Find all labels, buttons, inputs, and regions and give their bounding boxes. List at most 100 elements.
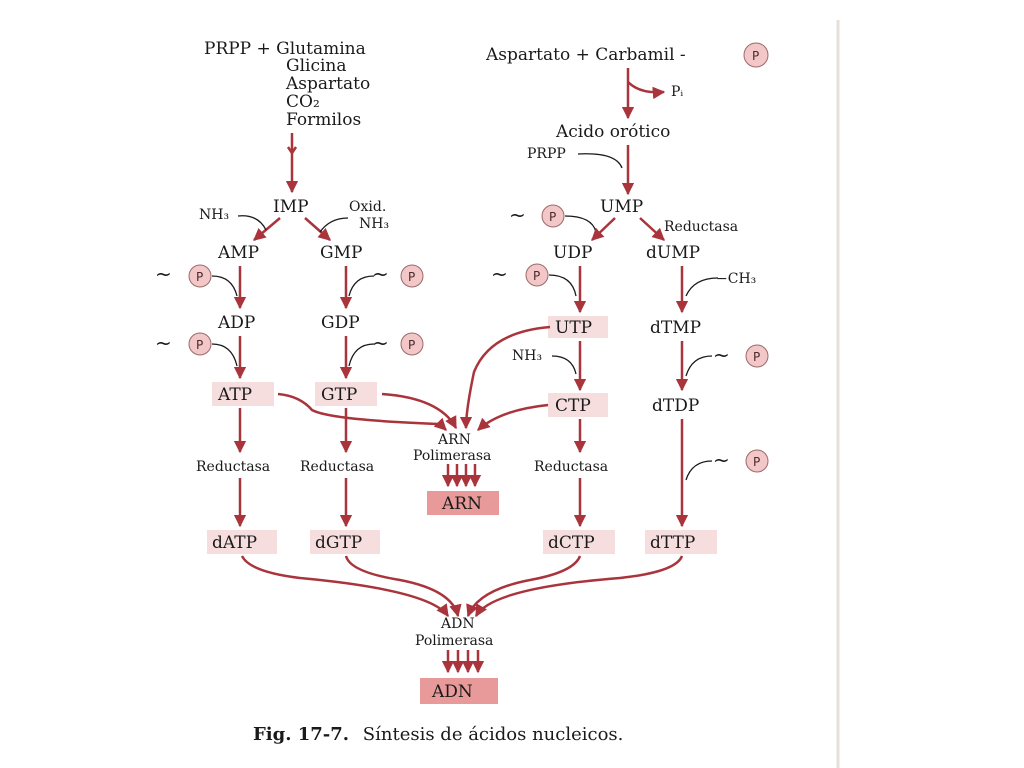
phosphate-gdp-label: P	[408, 338, 415, 352]
arrow-ump-to-dump	[639, 217, 665, 241]
phosphate-dtmp-curve	[685, 355, 713, 377]
figure-caption: Fig. 17-7. Síntesis de ácidos nucleicos.	[253, 724, 623, 745]
dgtp-to-dna-curve	[344, 555, 462, 618]
phosphate-gmp-icon	[400, 264, 424, 288]
tilde-adp: ~	[155, 331, 172, 355]
phosphate-udp-curve	[548, 274, 577, 297]
datp-to-dna-curve	[240, 555, 450, 618]
atp-highlight	[212, 382, 274, 406]
arrow-ump-to-udp	[591, 217, 616, 241]
reductasa-g-label: Reductasa	[300, 459, 374, 475]
tilde-ump: ~	[509, 203, 526, 227]
pi-label: Pᵢ	[671, 84, 683, 100]
arrow-imp-to-amp	[253, 217, 281, 241]
tilde-amp: ~	[155, 262, 172, 286]
reductasa-a-label: Reductasa	[196, 459, 270, 475]
purine-precursor-co2: CO₂	[286, 92, 320, 112]
phosphate-gmp-curve	[348, 275, 375, 297]
arrow-imp-to-gmp	[304, 217, 331, 241]
phosphate-adp-icon	[188, 332, 212, 356]
arrow-precursor-to-imp-ticks	[286, 146, 298, 156]
purine-precursor-formilos: Formilos	[286, 110, 361, 130]
phosphate-dtmp-label: P	[753, 350, 760, 364]
utp-highlight	[548, 316, 608, 338]
phosphate-dtdp-icon	[745, 449, 769, 473]
phosphate-udp-label: P	[533, 269, 540, 283]
reductasa-top-label: Reductasa	[664, 219, 738, 235]
dna-enzyme-2: Polimerasa	[415, 633, 493, 649]
orotic-acid-node: Acido orótico	[555, 122, 670, 142]
dttp-node: dTTP	[650, 533, 695, 553]
tilde-dtdp: ~	[713, 448, 730, 472]
dgtp-highlight	[310, 530, 380, 554]
dump-node: dUMP	[646, 243, 700, 263]
gdp-node: GDP	[321, 313, 360, 333]
oxid-label: Oxid.	[349, 199, 386, 215]
ctp-highlight	[548, 393, 608, 417]
pi-release-curve	[627, 81, 666, 100]
dtdp-node: dTDP	[652, 396, 699, 416]
atp-node: ATP	[217, 385, 252, 405]
ch3-label: −CH₃	[716, 271, 756, 287]
dttp-highlight	[645, 530, 717, 554]
dctp-node: dCTP	[548, 533, 595, 553]
ctp-to-rna-curve	[477, 403, 549, 431]
udp-node: UDP	[553, 243, 592, 263]
figure-number: Fig. 17-7.	[253, 724, 349, 745]
phosphate-carbamil-label: P	[752, 49, 759, 63]
adp-node: ADP	[217, 313, 255, 333]
phosphate-adp-curve	[211, 343, 238, 367]
oxid-nh3-curve	[319, 217, 349, 233]
reductasa-c-label: Reductasa	[534, 459, 608, 475]
phosphate-dtdp-label: P	[753, 455, 760, 469]
phosphate-carbamil-icon	[743, 42, 769, 68]
nh3-left-curve	[237, 215, 267, 231]
tilde-gdp: ~	[372, 331, 389, 355]
phosphate-gdp-curve	[348, 343, 375, 367]
phosphate-amp-icon	[188, 264, 212, 288]
nh3-ctp-label: NH₃	[512, 348, 542, 364]
phosphate-udp-icon	[525, 263, 549, 287]
phosphate-ump-label: P	[549, 210, 556, 224]
dna-product: ADN	[431, 682, 473, 702]
ctp-node: CTP	[555, 396, 591, 416]
nh3-left-label: NH₃	[199, 207, 229, 223]
dctp-highlight	[543, 530, 615, 554]
dttp-to-dna-curve	[474, 555, 684, 618]
gtp-highlight	[315, 382, 377, 406]
nh3-ctp-curve	[551, 355, 577, 375]
datp-node: dATP	[212, 533, 257, 553]
dctp-to-dna-curve	[466, 555, 582, 618]
utp-node: UTP	[555, 318, 592, 338]
phosphate-gdp-icon	[400, 332, 424, 356]
ump-node: UMP	[600, 197, 643, 217]
phosphate-adp-label: P	[196, 338, 203, 352]
tilde-udp: ~	[491, 262, 508, 286]
rna-product-box	[427, 491, 499, 515]
dtmp-node: dTMP	[650, 318, 701, 338]
gtp-to-rna-curve	[381, 392, 458, 430]
phosphate-ump-icon	[541, 204, 565, 228]
utp-to-rna-curve	[459, 325, 551, 430]
purine-precursor-head: PRPP + Glutamina	[204, 39, 366, 59]
atp-to-rna-curve	[277, 392, 447, 431]
figure-title: Síntesis de ácidos nucleicos.	[363, 724, 624, 745]
rna-enzyme-2: Polimerasa	[413, 448, 491, 464]
phosphate-ump-curve	[564, 215, 597, 233]
phosphate-dtdp-curve	[685, 460, 713, 481]
ch3-curve	[685, 277, 719, 297]
tilde-dtmp: ~	[713, 343, 730, 367]
phosphate-amp-label: P	[196, 270, 203, 284]
imp-node: IMP	[273, 197, 309, 217]
rna-enzyme-1: ARN	[437, 432, 471, 448]
rna-product: ARN	[441, 494, 482, 514]
pyrimidine-precursor: Aspartato + Carbamil -	[485, 45, 686, 65]
nh3-right-label: NH₃	[359, 216, 389, 232]
prpp-curve	[577, 153, 623, 169]
dgtp-node: dGTP	[315, 533, 362, 553]
tilde-gmp: ~	[372, 262, 389, 286]
prpp-label: PRPP	[527, 146, 566, 162]
purine-precursor-aspartato: Aspartato	[285, 74, 370, 94]
phosphate-dtmp-icon	[745, 344, 769, 368]
